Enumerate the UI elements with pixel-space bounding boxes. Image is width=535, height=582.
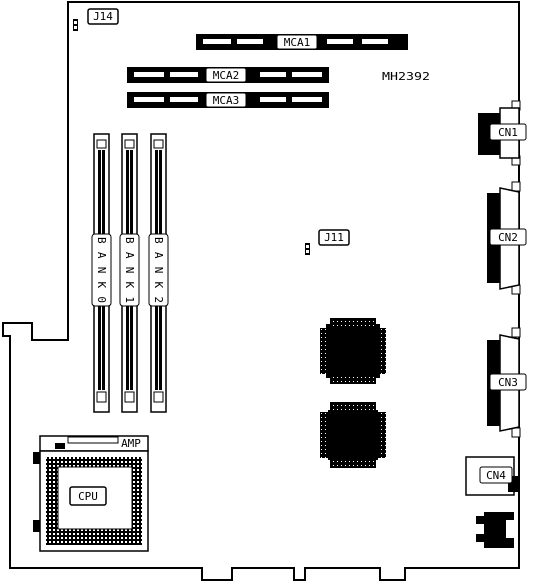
slot-mca1: MCA1 xyxy=(196,34,408,50)
connector-cn2: CN2 xyxy=(487,181,527,295)
connector-cn1: CN1 xyxy=(478,100,527,166)
jumper-j14: J14 xyxy=(73,8,119,31)
connector-bottom-right xyxy=(476,512,518,548)
chip-lower xyxy=(320,402,386,468)
connector-cn3-label: CN3 xyxy=(498,376,518,389)
memory-bank-0: BANK0 xyxy=(91,133,112,413)
slot-mca1-label: MCA1 xyxy=(284,36,311,49)
cpu-socket-brand: AMP xyxy=(121,437,141,450)
memory-bank-2-label: BANK2 xyxy=(152,237,165,303)
cpu-label: CPU xyxy=(78,490,98,503)
memory-bank-1: BANK1 xyxy=(119,133,140,413)
connector-cn4: CN4 xyxy=(465,456,518,496)
connector-cn2-label: CN2 xyxy=(498,231,518,244)
connector-cn3: CN3 xyxy=(487,327,527,438)
board-outline xyxy=(2,1,520,581)
memory-bank-1-label: BANK1 xyxy=(123,237,136,303)
jumper-j14-label: J14 xyxy=(93,10,113,23)
slot-mca3: MCA3 xyxy=(127,92,329,108)
memory-bank-0-label: BANK0 xyxy=(95,237,108,303)
slot-mca3-label: MCA3 xyxy=(213,94,240,107)
chip-upper xyxy=(320,318,386,384)
jumper-j11: J11 xyxy=(305,229,350,255)
board-id: MH2392 xyxy=(382,70,430,83)
connector-cn1-label: CN1 xyxy=(498,126,518,139)
cpu-socket: AMP CPU xyxy=(33,435,149,552)
slot-mca2-label: MCA2 xyxy=(213,69,240,82)
slot-mca2: MCA2 xyxy=(127,67,329,83)
memory-bank-2: BANK2 xyxy=(148,133,169,413)
connector-cn4-label: CN4 xyxy=(486,469,506,482)
jumper-j11-label: J11 xyxy=(324,231,344,244)
